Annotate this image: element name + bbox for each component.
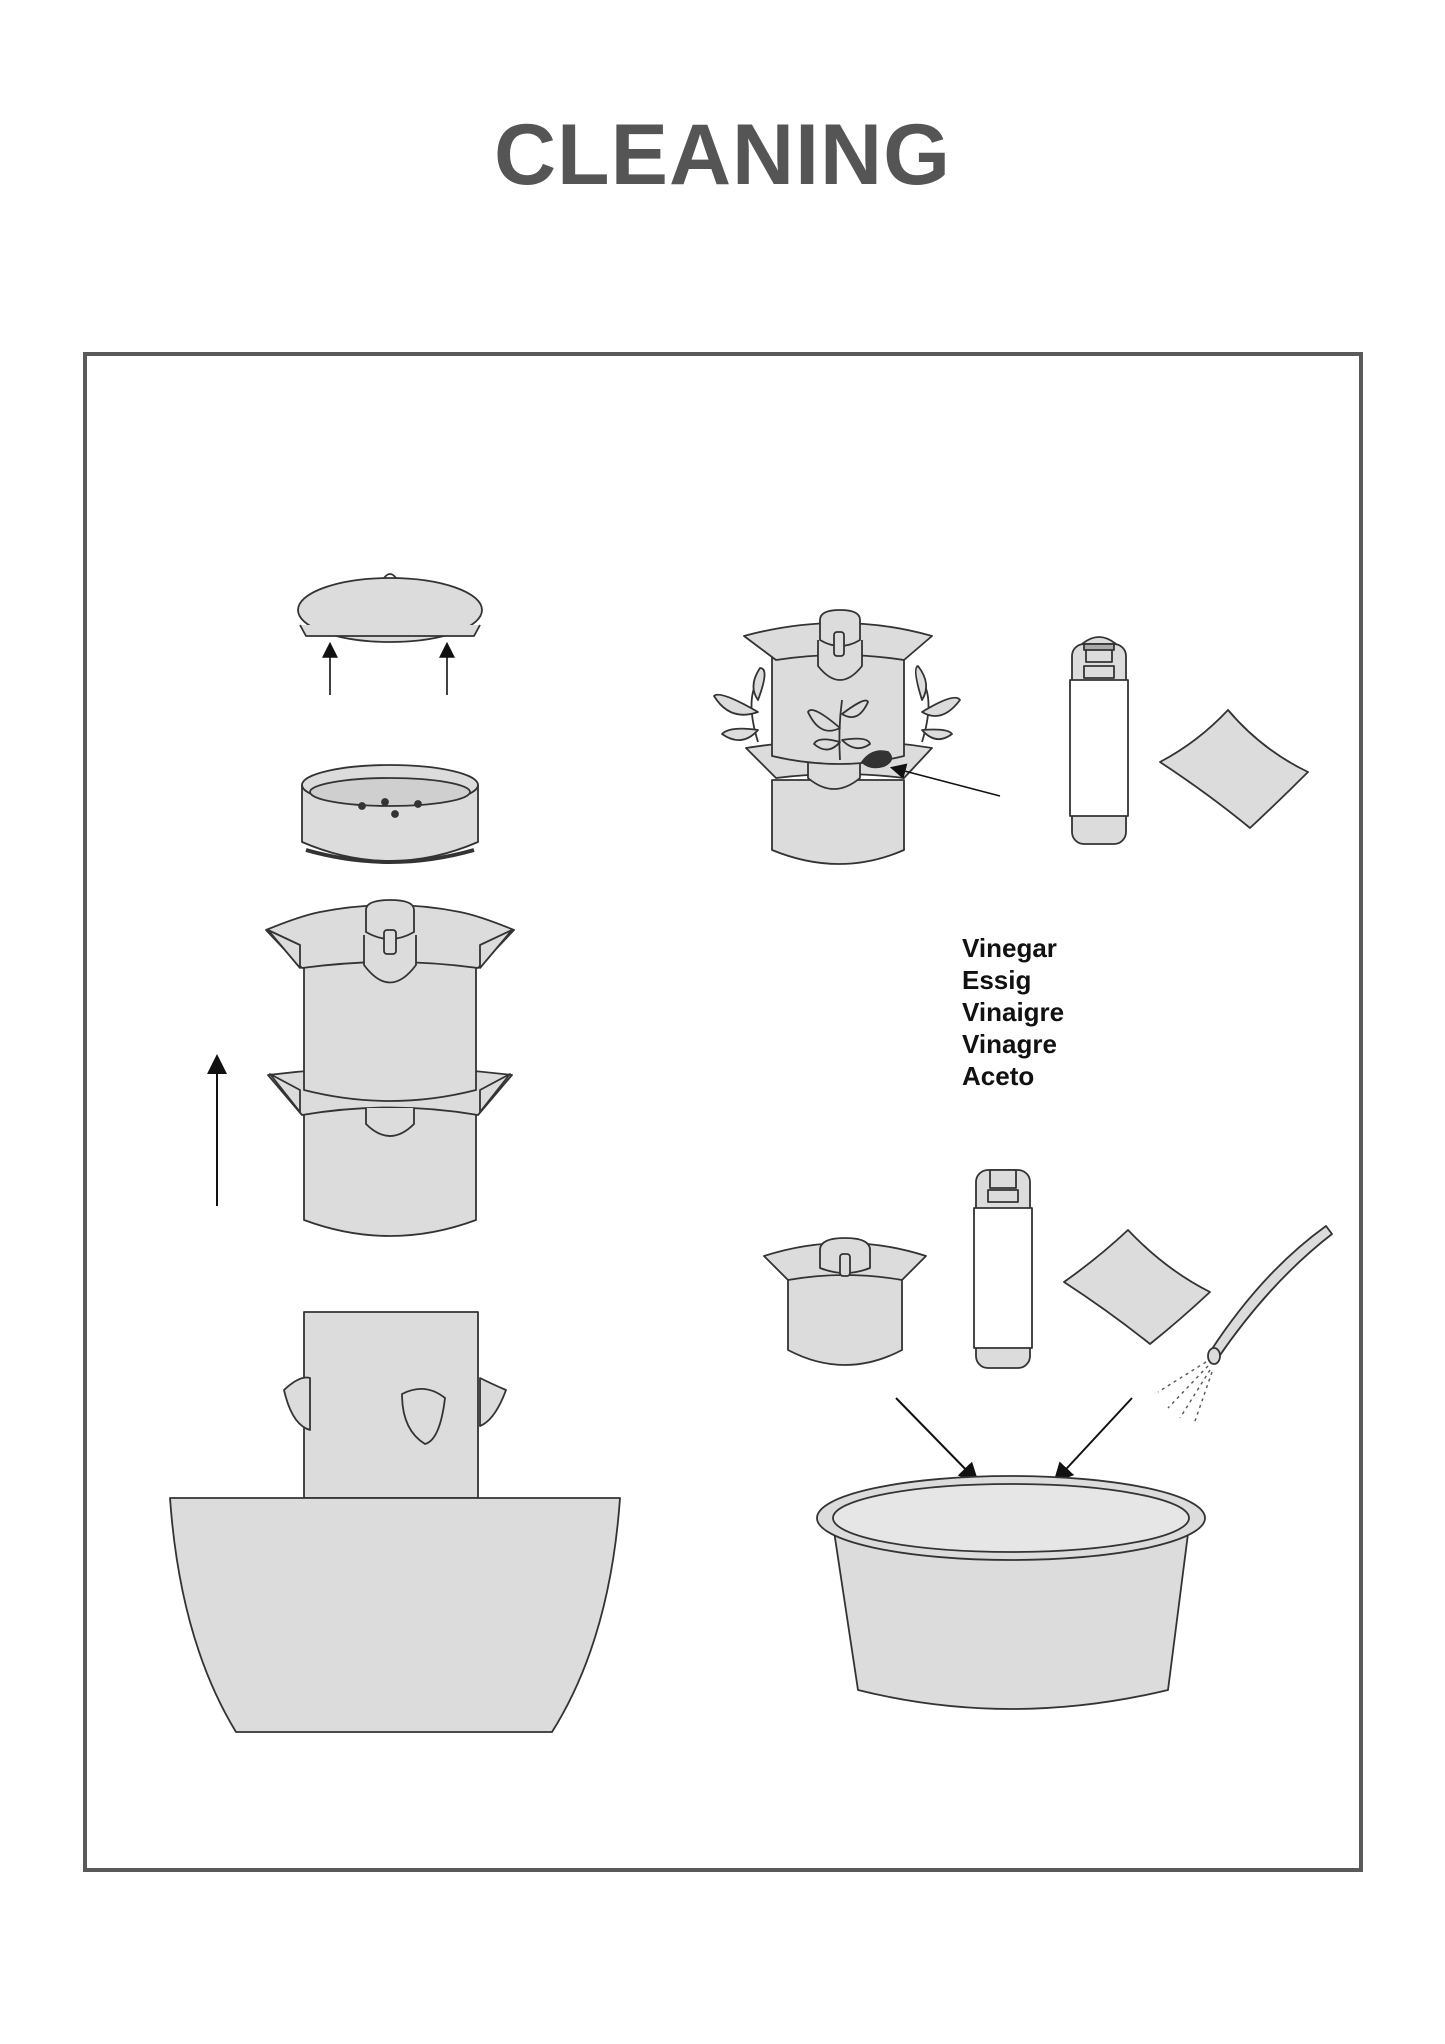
page-title: CLEANING [493, 107, 952, 203]
vinegar-label-list: Vinegar Essig Vinaigre Vinagre Aceto [962, 932, 1064, 1092]
vinegar-label-en: Vinegar [962, 933, 1057, 963]
strainer-basket [301, 764, 479, 864]
vinegar-label-de: Essig [962, 965, 1032, 995]
vinegar-label-es: Vinagre [962, 1029, 1057, 1059]
wash-bowl [816, 1475, 1206, 1710]
small-module [763, 1237, 927, 1366]
base-pot [169, 1311, 621, 1733]
cloth-bottom [1063, 1229, 1211, 1345]
lift-arrows [322, 641, 455, 695]
tower-modules [265, 899, 515, 1237]
vinegar-label-it: Aceto [962, 1061, 1035, 1091]
cloth-top [1159, 709, 1309, 829]
hose [1157, 1225, 1333, 1425]
vinegar-bottle-bottom [973, 1169, 1033, 1369]
illustration-frame [83, 352, 1363, 1872]
into-bowl-arrows [895, 1397, 1133, 1483]
vinegar-bottle-top [1069, 636, 1129, 845]
dirt-pointer-arrow [889, 763, 1001, 797]
vinegar-label-fr: Vinaigre [962, 997, 1065, 1027]
lid [297, 573, 483, 643]
planted-module [713, 609, 961, 865]
